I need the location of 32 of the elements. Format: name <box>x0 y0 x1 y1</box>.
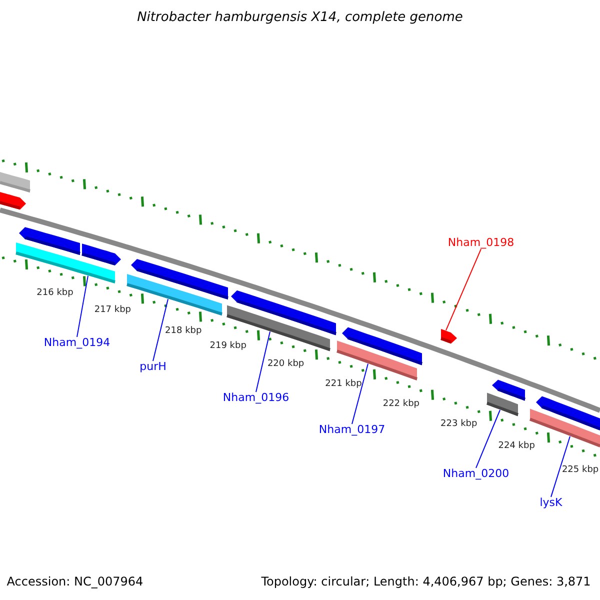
gene-label: Nham_0196 <box>222 392 290 404</box>
leader-line <box>446 248 482 331</box>
scale-label: 224 kbp <box>498 442 535 452</box>
gene-label: lysK <box>540 496 562 510</box>
scale-label: 225 kbp <box>562 466 599 476</box>
leader-line <box>152 298 168 362</box>
footer-text: Topology: circular; Length: 4,406,967 bp; Genes: 3,871 <box>261 575 591 589</box>
gene-label: Nham_0200 <box>442 468 510 480</box>
scale-label: 223 kbp <box>440 420 478 430</box>
leader-line <box>550 436 570 498</box>
gene-feature <box>440 329 457 344</box>
scale-label: 216 kbp <box>36 288 74 299</box>
leader-line <box>476 410 500 468</box>
gene-feature <box>16 242 116 284</box>
gene-feature <box>486 392 519 416</box>
title: Nitrobacter hamburgensis X14, complete genome <box>137 10 463 26</box>
scale-label: 219 kbp <box>210 342 246 352</box>
gene-label: purH <box>140 360 166 374</box>
footer-text: Accession: NC_007964 <box>6 575 144 589</box>
gene-label: Nham_0197 <box>318 424 386 436</box>
gene-feature <box>336 340 418 380</box>
gene-label: Nham_0194 <box>44 336 110 350</box>
scale-label: 217 kbp <box>94 306 132 316</box>
leader-line <box>352 363 368 424</box>
scale-label: 221 kbp <box>325 380 362 390</box>
scale-label: 222 kbp <box>382 400 420 410</box>
gene-feature <box>226 305 330 352</box>
scale-label: 218 kbp <box>165 327 202 338</box>
gene-label: Nham_0198 <box>448 236 514 250</box>
leader-line <box>256 331 270 392</box>
leader-line <box>76 275 88 338</box>
scale-label: 220 kbp <box>267 360 304 370</box>
